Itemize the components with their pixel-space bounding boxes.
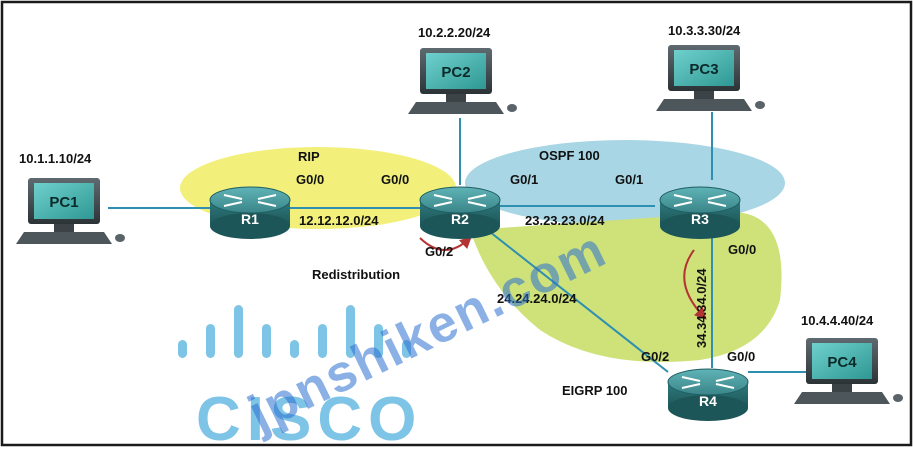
pc1: PC1	[16, 178, 125, 244]
router-r1-label: R1	[241, 211, 259, 227]
router-arrows-icon	[681, 376, 735, 389]
link-r2-r4	[489, 231, 669, 373]
keyboard-icon	[656, 99, 752, 111]
pc2-ip-label: 10.2.2.20/24	[418, 25, 491, 40]
keyboard-icon	[794, 392, 890, 404]
pc3-ip-label: 10.3.3.30/24	[668, 23, 741, 38]
eigrp-label: EIGRP 100	[562, 383, 628, 398]
subnet-r2-r3-label: 23.23.23.0/24	[525, 213, 605, 228]
ospf-label: OSPF 100	[539, 148, 600, 163]
pc4-ip-label: 10.4.4.40/24	[801, 313, 874, 328]
pc4: PC4	[794, 338, 903, 404]
router-arrows-icon	[673, 194, 727, 207]
pc-screen	[674, 50, 734, 86]
redistribution-arrow-r3-b	[683, 249, 707, 320]
pc3: PC3	[656, 45, 765, 111]
router-r4-label: R4	[699, 393, 717, 409]
eigrp-zone	[470, 212, 782, 362]
router-r3: R3	[659, 186, 741, 239]
router-r3-label: R3	[691, 211, 709, 227]
r2-g02-label: G0/2	[425, 244, 453, 259]
mouse-icon	[507, 104, 517, 112]
router-r2: R2	[419, 186, 501, 239]
subnet-r1-r2-label: 12.12.12.0/24	[299, 213, 379, 228]
keyboard-icon	[408, 102, 504, 114]
pc4-label: PC4	[827, 354, 857, 371]
r3-g01-label: G0/1	[615, 172, 643, 187]
r3-g00-label: G0/0	[728, 242, 756, 257]
pc1-ip-label: 10.1.1.10/24	[19, 151, 92, 166]
keyboard-icon	[16, 232, 112, 244]
subnet-r2-r4-label: 24.24.24.0/24	[497, 291, 577, 306]
r4-g00-label: G0/0	[727, 349, 755, 364]
pc-screen	[426, 53, 486, 89]
router-r1: R1	[209, 186, 291, 239]
cisco-logo-watermark: CISCO	[178, 305, 422, 452]
redistribution-label: Redistribution	[312, 267, 400, 282]
mouse-icon	[755, 101, 765, 109]
pc-screen	[812, 343, 872, 379]
pc1-label: PC1	[49, 194, 78, 211]
links	[108, 112, 822, 373]
r4-g02-label: G0/2	[641, 349, 669, 364]
redistribution-arrow-r2	[419, 236, 472, 251]
mouse-icon	[115, 234, 125, 242]
mouse-icon	[893, 394, 903, 402]
pc2-label: PC2	[441, 64, 470, 81]
pc3-label: PC3	[689, 61, 718, 78]
r2-g00-label: G0/0	[381, 172, 409, 187]
subnet-r3-r4-label: 34.34.34.0/24	[694, 268, 709, 348]
r2-g01-label: G0/1	[510, 172, 538, 187]
router-arrows-icon	[223, 194, 277, 207]
router-r2-label: R2	[451, 211, 469, 227]
pc-screen	[34, 183, 94, 219]
router-r4: R4	[667, 368, 749, 421]
pc2: PC2	[408, 48, 517, 114]
r1-g00-label: G0/0	[296, 172, 324, 187]
cisco-logo-text: CISCO	[196, 385, 422, 447]
router-arrows-icon	[433, 194, 487, 207]
rip-label: RIP	[298, 149, 320, 164]
